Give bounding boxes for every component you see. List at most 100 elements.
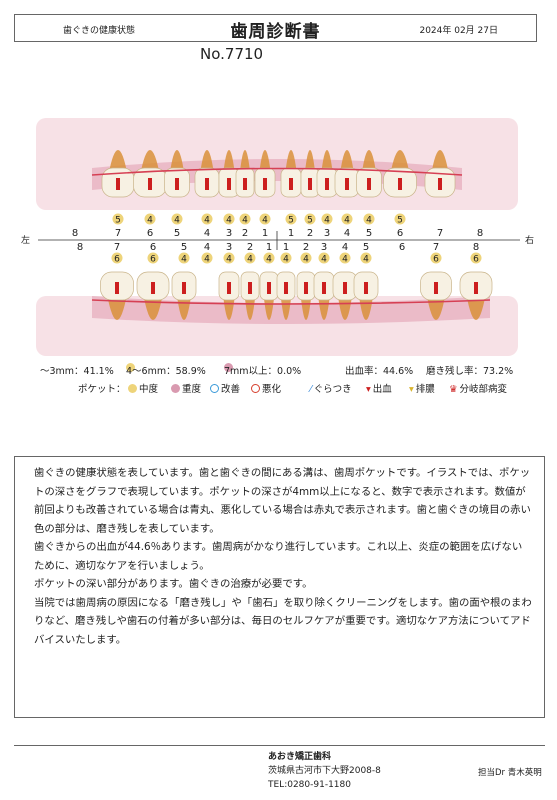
legend-mobility: ⁄ぐらつき: [310, 381, 352, 395]
legend-bleeding-label: 出血: [372, 384, 392, 395]
upper-pocket-value: 5: [288, 216, 294, 226]
side-left-label: 左: [21, 234, 30, 246]
lower-pocket-dot: [201, 252, 213, 264]
lower-pocket-value: 4: [363, 255, 369, 265]
lower-tooth-number: 6: [399, 242, 405, 253]
lower-tooth-number: 3: [321, 242, 327, 253]
lower-tooth-root: [318, 295, 330, 320]
legend-severe-label: 重度: [182, 384, 202, 395]
upper-pocket-dot: [144, 213, 156, 225]
lower-pocket-value: 6: [433, 255, 439, 265]
upper-pocket-value: 5: [115, 216, 121, 226]
lower-tooth-number: 7: [433, 242, 439, 253]
lower-pocket-dot: [263, 252, 275, 264]
lower-pocket-value: 4: [342, 255, 348, 265]
upper-tooth-number: 8: [477, 228, 483, 239]
legend-improved-label: 改善: [221, 384, 241, 395]
improved-circle-icon: [210, 384, 219, 393]
upper-bleeding-mark: [175, 178, 179, 190]
upper-pocket-value: 4: [242, 216, 248, 226]
upper-pocket-dot: [363, 213, 375, 225]
lower-tooth-number: 2: [303, 242, 309, 253]
lower-pocket-value: 6: [473, 255, 479, 265]
legend-bleeding: ▾出血: [366, 381, 392, 395]
upper-tooth-number: 7: [437, 228, 443, 239]
legend-worsened: 悪化: [251, 381, 281, 395]
lower-pocket-dot: [111, 252, 123, 264]
lower-pocket-dot: [360, 252, 372, 264]
crown-icon: ♛: [449, 384, 458, 395]
moderate-dot-icon: [128, 384, 137, 393]
upper-pocket-dot: [239, 213, 251, 225]
lower-pocket-dot: [430, 252, 442, 264]
upper-tooth-number: 3: [324, 228, 330, 239]
upper-pocket-value: 5: [397, 216, 403, 226]
upper-bleeding-mark: [263, 178, 267, 190]
lower-tooth-number: 1: [283, 242, 289, 253]
legend-severe: 重度: [171, 381, 201, 395]
lower-pocket-value: 4: [303, 255, 309, 265]
upper-pocket-dot: [171, 213, 183, 225]
lower-bleeding-mark: [434, 282, 438, 294]
stat-deep: 7mm以上：0.0%: [224, 366, 302, 377]
legend-pus: ▾排膿: [409, 381, 435, 395]
clinic-name: あおき矯正歯科: [268, 752, 332, 762]
upper-bleeding-mark: [325, 178, 329, 190]
legend-worsened-label: 悪化: [262, 384, 282, 395]
lower-bleeding-mark: [284, 282, 288, 294]
legend-moderate: 中度: [128, 381, 158, 395]
lower-pocket-dot: [178, 252, 190, 264]
upper-pocket-value: 4: [147, 216, 153, 226]
moderate-dot-icon: [126, 363, 135, 372]
upper-pocket-dot: [304, 213, 316, 225]
doctor-name: 担当Dr 青木英明: [478, 768, 542, 778]
legend-pocket-label: ポケット：: [78, 384, 126, 395]
legend-improved: 改善: [210, 381, 240, 395]
severe-dot-icon: [171, 384, 180, 393]
lower-pocket-dot: [339, 252, 351, 264]
upper-pocket-dot: [223, 213, 235, 225]
header-left-label: 歯ぐきの健康状態: [63, 26, 136, 36]
legend-furcation: ♛分岐部病変: [449, 381, 507, 395]
upper-bleeding-mark: [289, 178, 293, 190]
lower-tooth-number: 4: [204, 242, 210, 253]
upper-pocket-value: 4: [174, 216, 180, 226]
lower-plaque-line: [91, 299, 491, 305]
stat-middle: 4～6mm：58.9%: [126, 366, 206, 377]
stat-shallow: ～3mm：41.1%: [40, 366, 114, 377]
lower-tooth-number: 5: [363, 242, 369, 253]
lower-tooth-root: [263, 295, 275, 320]
legend-row: ポケット： 中度 重度 改善 悪化 ⁄ぐらつき ▾出血 ▾排膿 ♛分岐部病変: [40, 381, 540, 395]
upper-tooth-number: 2: [242, 228, 248, 239]
lower-pocket-value: 4: [204, 255, 210, 265]
lower-bleeding-mark: [474, 282, 478, 294]
upper-bleeding-mark: [227, 178, 231, 190]
upper-plaque-line: [91, 167, 463, 176]
pus-drop-icon: ▾: [409, 384, 414, 395]
lower-pocket-dot: [470, 252, 482, 264]
lower-tooth-number: 1: [266, 242, 272, 253]
lower-pocket-dot: [223, 252, 235, 264]
upper-pocket-dot: [394, 213, 406, 225]
lower-tooth-root: [280, 295, 292, 320]
clinic-info: あおき矯正歯科 茨城県古河市下大野2008-8 TEL:0280-91-1180: [268, 750, 381, 792]
upper-tooth-number: 5: [174, 228, 180, 239]
lower-pocket-value: 6: [150, 255, 156, 265]
explanation-paragraph: 当院では歯周病の原因になる「磨き残し」や「歯石」を取り除くクリーニングをします。…: [34, 596, 532, 646]
lower-bleeding-mark: [227, 282, 231, 294]
lower-tooth-root: [300, 295, 312, 320]
upper-tooth-number: 8: [72, 228, 78, 239]
upper-bleeding-mark: [438, 178, 442, 190]
lower-bleeding-mark: [151, 282, 155, 294]
explanation-box: 歯ぐきの健康状態を表しています。歯と歯ぐきの間にある溝は、歯周ポケットです。イラ…: [14, 456, 545, 718]
legend-moderate-label: 中度: [139, 384, 159, 395]
upper-bleeding-mark: [116, 178, 120, 190]
upper-pocket-dot: [341, 213, 353, 225]
lower-bleeding-mark: [343, 282, 347, 294]
upper-tooth-number: 7: [115, 228, 121, 239]
upper-bleeding-mark: [398, 178, 402, 190]
legend-pus-label: 排膿: [415, 384, 435, 395]
upper-tooth-number: 5: [366, 228, 372, 239]
upper-pocket-value: 5: [307, 216, 313, 226]
lower-pocket-dot: [147, 252, 159, 264]
